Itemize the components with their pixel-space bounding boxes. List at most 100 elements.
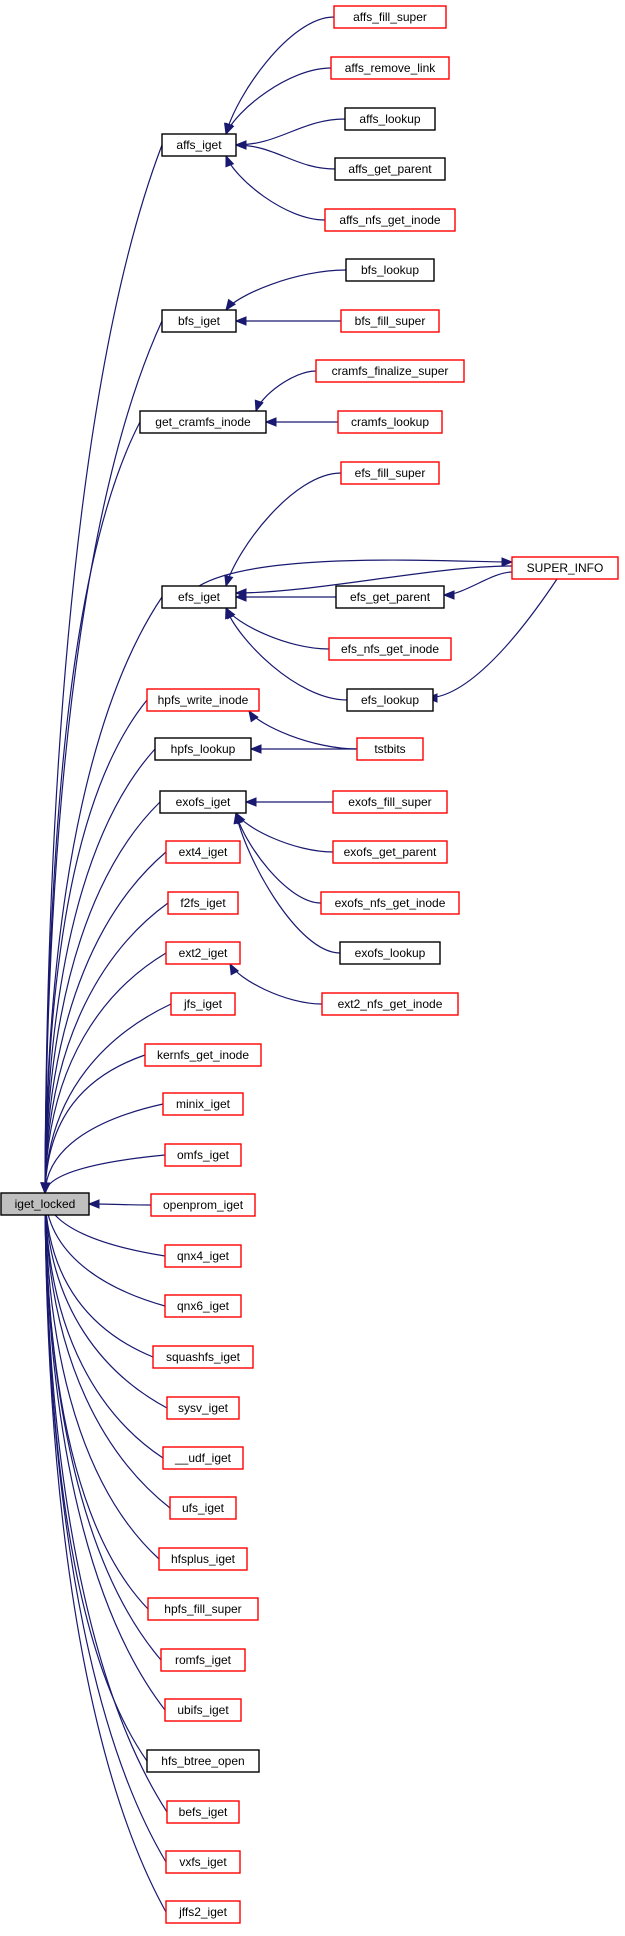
node-hpfs-lookup[interactable]: hpfs_lookup (154, 737, 252, 761)
node-efs-nfs-get-inode[interactable]: efs_nfs_get_inode (328, 637, 452, 661)
node-label: jfs_iget (183, 997, 223, 1011)
node-hfs-btree-open[interactable]: hfs_btree_open (146, 1749, 260, 1773)
node-affs-iget[interactable]: affs_iget (161, 133, 237, 157)
edge-ext4_iget-to-iget_locked (44, 851, 167, 1194)
node-exofs-lookup[interactable]: exofs_lookup (339, 941, 441, 965)
node-squashfs-iget[interactable]: squashfs_iget (152, 1345, 254, 1369)
node-hfsplus-iget[interactable]: hfsplus_iget (158, 1547, 248, 1571)
node-box (165, 840, 241, 864)
node-efs-fill-super[interactable]: efs_fill_super (340, 461, 440, 485)
node-exofs-get-parent[interactable]: exofs_get_parent (332, 840, 448, 864)
node-box (161, 133, 237, 157)
node-ext2-nfs-get-inode[interactable]: ext2_nfs_get_inode (321, 992, 459, 1016)
node-box (147, 1597, 259, 1621)
node-exofs-fill-super[interactable]: exofs_fill_super (332, 790, 448, 814)
node-label: squashfs_iget (166, 1350, 241, 1364)
node-label: tstbits (374, 742, 405, 756)
node-romfs-iget[interactable]: romfs_iget (160, 1648, 246, 1672)
node-ufs-iget[interactable]: ufs_iget (169, 1496, 237, 1520)
node-box (139, 410, 267, 434)
node-efs-iget[interactable]: efs_iget (161, 585, 237, 609)
node-box (334, 157, 446, 181)
node-efs-lookup[interactable]: efs_lookup (346, 688, 434, 712)
arrowhead-tstbits-to-hpfs_lookup (249, 744, 262, 754)
node-qnx6-iget[interactable]: qnx6_iget (164, 1294, 242, 1318)
node-ubifs-iget[interactable]: ubifs_iget (164, 1698, 242, 1722)
node-bfs-lookup[interactable]: bfs_lookup (345, 258, 435, 282)
node-box (166, 1396, 240, 1420)
node-box (340, 461, 440, 485)
node-box (161, 585, 237, 609)
node-get-cramfs-inode[interactable]: get_cramfs_inode (139, 410, 267, 434)
node-affs-nfs-get-inode[interactable]: affs_nfs_get_inode (324, 208, 456, 232)
edge-hpfs_write_inode-to-iget_locked (44, 699, 148, 1194)
edge-ubifs_iget-to-iget_locked (44, 1192, 166, 1711)
node-befs-iget[interactable]: befs_iget (166, 1800, 240, 1824)
node-affs-lookup[interactable]: affs_lookup (344, 107, 436, 131)
node-affs-fill-super[interactable]: affs_fill_super (333, 5, 447, 29)
node-label: affs_nfs_get_inode (339, 213, 441, 227)
node---udf-iget[interactable]: __udf_iget (162, 1446, 244, 1470)
edge-f2fs_iget-to-iget_locked (44, 902, 169, 1194)
node-hpfs-write-inode[interactable]: hpfs_write_inode (146, 688, 260, 712)
node-box (170, 992, 236, 1016)
node-label: affs_fill_super (353, 10, 427, 24)
arrowhead-cramfs_finalize_super-to-get_cramfs_inode (254, 399, 264, 413)
node-cramfs-finalize-super[interactable]: cramfs_finalize_super (315, 359, 465, 383)
node-hpfs-fill-super[interactable]: hpfs_fill_super (147, 1597, 259, 1621)
node-label: omfs_iget (177, 1148, 230, 1162)
node-exofs-nfs-get-inode[interactable]: exofs_nfs_get_inode (320, 891, 460, 915)
node-label: bfs_fill_super (355, 314, 426, 328)
node-label: f2fs_iget (180, 896, 226, 910)
node-box (166, 1800, 240, 1824)
node-tstbits[interactable]: tstbits (356, 737, 424, 761)
node-box (0, 1192, 90, 1216)
edge-get_cramfs_inode-to-iget_locked (44, 421, 141, 1194)
node-openprom-iget[interactable]: openprom_iget (150, 1193, 256, 1217)
node-efs-get-parent[interactable]: efs_get_parent (335, 585, 445, 609)
node-label: bfs_iget (178, 314, 221, 328)
arrowhead-openprom_iget-to-iget_locked (87, 1199, 100, 1209)
node-affs-get-parent[interactable]: affs_get_parent (334, 157, 446, 181)
node-ext2-iget[interactable]: ext2_iget (165, 941, 241, 965)
edge-omfs_iget-to-iget_locked (44, 1154, 166, 1194)
node-label: qnx4_iget (177, 1249, 230, 1263)
arrowhead-exofs_fill_super-to-exofs_iget (244, 797, 257, 807)
node-box (332, 840, 448, 864)
node-exofs-iget[interactable]: exofs_iget (159, 790, 247, 814)
node-SUPER-INFO[interactable]: SUPER_INFO (511, 556, 619, 580)
node-label: sysv_iget (178, 1401, 229, 1415)
node-ext4-iget[interactable]: ext4_iget (165, 840, 241, 864)
node-iget-locked[interactable]: iget_locked (0, 1192, 90, 1216)
edge-exofs_lookup-to-exofs_iget (235, 812, 341, 954)
node-box (344, 107, 436, 131)
node-f2fs-iget[interactable]: f2fs_iget (167, 891, 239, 915)
node-vxfs-iget[interactable]: vxfs_iget (165, 1850, 241, 1874)
node-label: efs_nfs_get_inode (341, 642, 439, 656)
arrowhead-tstbits-to-hpfs_write_inode (248, 709, 259, 723)
node-cramfs-lookup[interactable]: cramfs_lookup (337, 410, 443, 434)
node-bfs-fill-super[interactable]: bfs_fill_super (340, 309, 440, 333)
node-sysv-iget[interactable]: sysv_iget (166, 1396, 240, 1420)
node-box (160, 1648, 246, 1672)
node-omfs-iget[interactable]: omfs_iget (164, 1143, 242, 1167)
edge-efs_iget-to-SUPER_INFO (198, 559, 513, 587)
edge-exofs_nfs_get_inode-to-exofs_iget (235, 812, 322, 904)
node-label: hpfs_fill_super (164, 1602, 241, 1616)
node-label: exofs_get_parent (344, 845, 437, 859)
node-affs-remove-link[interactable]: affs_remove_link (330, 56, 450, 80)
node-minix-iget[interactable]: minix_iget (162, 1092, 244, 1116)
node-label: ext2_nfs_get_inode (338, 997, 443, 1011)
edge-befs_iget-to-iget_locked (44, 1192, 168, 1813)
edge-jfs_iget-to-iget_locked (44, 1003, 172, 1194)
node-qnx4-iget[interactable]: qnx4_iget (164, 1244, 242, 1268)
node-label: efs_iget (178, 590, 221, 604)
node-label: efs_fill_super (355, 466, 426, 480)
node-box (165, 1900, 241, 1924)
node-kernfs-get-inode[interactable]: kernfs_get_inode (144, 1043, 262, 1067)
node-bfs-iget[interactable]: bfs_iget (161, 309, 237, 333)
node-label: jffs2_iget (178, 1905, 227, 1919)
node-jffs2-iget[interactable]: jffs2_iget (165, 1900, 241, 1924)
node-jfs-iget[interactable]: jfs_iget (170, 992, 236, 1016)
node-box (154, 737, 252, 761)
